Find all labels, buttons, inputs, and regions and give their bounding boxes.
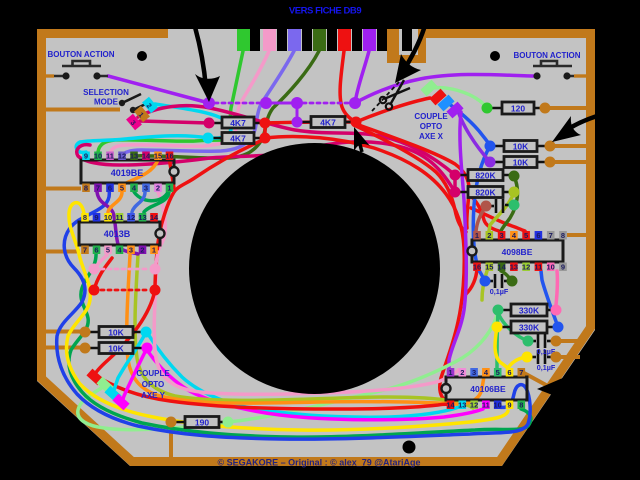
svg-text:13: 13	[130, 152, 138, 161]
svg-text:COUPLE: COUPLE	[136, 369, 170, 378]
svg-text:14: 14	[142, 152, 151, 161]
svg-text:330K: 330K	[519, 323, 540, 333]
svg-text:10: 10	[104, 213, 112, 222]
svg-text:15: 15	[154, 152, 162, 161]
svg-text:3: 3	[144, 184, 148, 193]
svg-text:4019BE: 4019BE	[111, 168, 144, 178]
svg-text:820K: 820K	[475, 188, 496, 198]
svg-text:5: 5	[106, 246, 110, 255]
svg-text:4: 4	[117, 246, 122, 255]
svg-text:6: 6	[536, 231, 540, 240]
svg-text:BOUTON ACTION: BOUTON ACTION	[513, 51, 580, 60]
svg-text:4K7: 4K7	[230, 118, 246, 128]
svg-text:10K: 10K	[108, 328, 124, 338]
svg-text:2: 2	[145, 103, 153, 111]
svg-text:190: 190	[195, 418, 209, 428]
svg-text:12: 12	[118, 152, 126, 161]
svg-text:9: 9	[94, 213, 98, 222]
svg-text:BOUTON ACTION: BOUTON ACTION	[47, 50, 114, 59]
svg-text:7: 7	[83, 246, 87, 255]
svg-text:40106BE: 40106BE	[470, 384, 506, 394]
svg-text:6: 6	[94, 246, 98, 255]
svg-text:9: 9	[561, 263, 565, 272]
svg-text:4K7: 4K7	[230, 134, 246, 144]
svg-text:11: 11	[534, 263, 542, 272]
svg-text:2: 2	[156, 184, 160, 193]
svg-text:820K: 820K	[475, 171, 496, 181]
svg-text:7: 7	[519, 368, 523, 377]
svg-text:1: 1	[475, 231, 479, 240]
svg-text:10: 10	[94, 152, 102, 161]
svg-text:12: 12	[127, 213, 135, 222]
svg-text:1: 1	[448, 368, 452, 377]
svg-text:AXE X: AXE X	[419, 132, 444, 141]
svg-text:8: 8	[83, 213, 87, 222]
svg-text:4: 4	[132, 184, 137, 193]
svg-text:4098BE: 4098BE	[502, 247, 533, 257]
svg-text:8: 8	[561, 231, 565, 240]
svg-text:7: 7	[96, 184, 100, 193]
svg-text:6: 6	[507, 368, 511, 377]
svg-text:120: 120	[511, 104, 525, 114]
svg-text:10: 10	[494, 401, 502, 410]
svg-text:VERS FICHE DB9: VERS FICHE DB9	[289, 6, 362, 17]
svg-text:1: 1	[167, 184, 171, 193]
svg-text:SELECTION: SELECTION	[83, 88, 129, 97]
svg-text:MODE: MODE	[94, 98, 119, 107]
svg-text:5: 5	[120, 184, 124, 193]
svg-text:3: 3	[129, 246, 133, 255]
svg-text:12: 12	[470, 401, 478, 410]
svg-text:6: 6	[108, 184, 112, 193]
svg-text:9: 9	[84, 152, 88, 161]
svg-text:1: 1	[137, 112, 145, 120]
svg-text:0,1µF: 0,1µF	[537, 363, 556, 372]
svg-text:4: 4	[512, 231, 517, 240]
svg-text:13: 13	[138, 213, 146, 222]
svg-text:11: 11	[116, 213, 124, 222]
svg-text:3: 3	[500, 231, 504, 240]
svg-text:4013B: 4013B	[104, 229, 131, 239]
svg-text:330K: 330K	[519, 306, 540, 316]
svg-text:9: 9	[507, 401, 511, 410]
svg-text:2: 2	[487, 231, 491, 240]
svg-text:4K7: 4K7	[320, 118, 336, 128]
svg-text:COUPLE: COUPLE	[414, 112, 448, 121]
svg-text:13: 13	[458, 401, 466, 410]
svg-text:11: 11	[482, 401, 490, 410]
svg-text:14: 14	[497, 263, 506, 272]
svg-text:4: 4	[484, 368, 489, 377]
svg-text:16: 16	[473, 263, 481, 272]
svg-text:12: 12	[522, 263, 530, 272]
svg-text:AXE Y: AXE Y	[141, 391, 166, 400]
svg-text:16: 16	[165, 152, 173, 161]
svg-text:8: 8	[519, 401, 523, 410]
svg-text:10K: 10K	[513, 142, 529, 152]
svg-text:2: 2	[140, 246, 144, 255]
svg-text:10K: 10K	[108, 344, 124, 354]
svg-text:10: 10	[547, 263, 555, 272]
svg-text:0,1µF: 0,1µF	[537, 347, 556, 356]
svg-text:15: 15	[485, 263, 493, 272]
svg-text:5: 5	[496, 368, 500, 377]
svg-text:14: 14	[150, 213, 159, 222]
svg-text:3: 3	[129, 120, 137, 128]
svg-text:7: 7	[549, 231, 553, 240]
svg-text:8: 8	[84, 184, 88, 193]
svg-text:11: 11	[106, 152, 114, 161]
svg-text:2: 2	[460, 368, 464, 377]
svg-text:© SEGAKORE – Original : © alex: © SEGAKORE – Original : © alex_79 @Atari…	[217, 458, 420, 468]
svg-text:OPTO: OPTO	[420, 122, 443, 131]
svg-text:3: 3	[472, 368, 476, 377]
svg-text:5: 5	[524, 231, 528, 240]
svg-text:13: 13	[510, 263, 518, 272]
svg-text:0,1µF: 0,1µF	[490, 287, 509, 296]
svg-text:10K: 10K	[513, 158, 529, 168]
svg-text:OPTO: OPTO	[142, 380, 165, 389]
svg-text:1: 1	[152, 246, 156, 255]
svg-text:14: 14	[446, 401, 455, 410]
